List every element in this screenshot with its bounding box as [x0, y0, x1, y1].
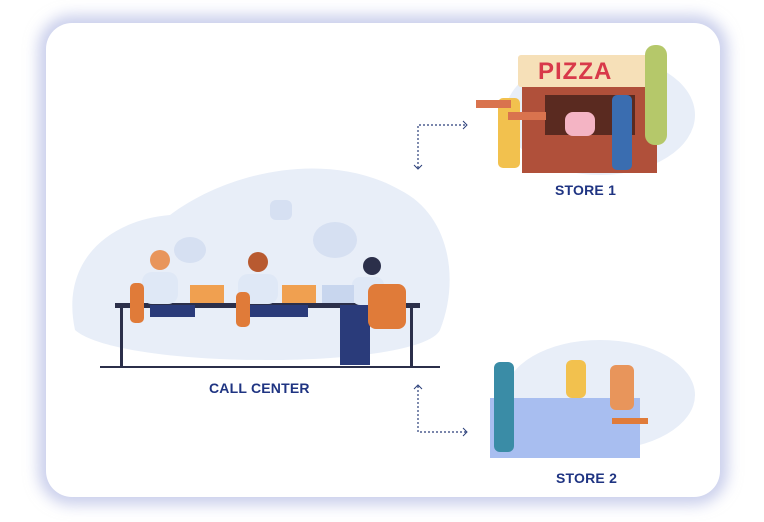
store1-label: STORE 1 [555, 182, 617, 198]
customer-blue [612, 95, 632, 170]
wall-clock-icon [270, 200, 292, 220]
agent-2 [236, 252, 316, 327]
server-behind-counter [566, 360, 586, 398]
customer-with-pizza [498, 98, 520, 168]
pizza-sign-text: PIZZA [538, 58, 613, 85]
store2-label: STORE 2 [556, 470, 618, 486]
call-center-label: CALL CENTER [209, 380, 310, 396]
connector-arrow-store2 [417, 386, 466, 433]
arrowhead-right-icon [462, 427, 468, 437]
arrowhead-up-icon [413, 384, 423, 390]
agent-1 [130, 250, 224, 323]
pizza-vendor [565, 112, 595, 136]
pizza-sign-board [518, 55, 658, 87]
arrowhead-down-icon [413, 164, 423, 170]
seated-customer [610, 365, 634, 410]
speech-bubble-icon [174, 237, 206, 263]
waitress [494, 362, 514, 452]
speech-bubble-icon [313, 222, 357, 258]
connector-arrow-store1 [417, 124, 466, 168]
arrowhead-right-icon [462, 120, 468, 130]
agent-3 [322, 257, 406, 365]
